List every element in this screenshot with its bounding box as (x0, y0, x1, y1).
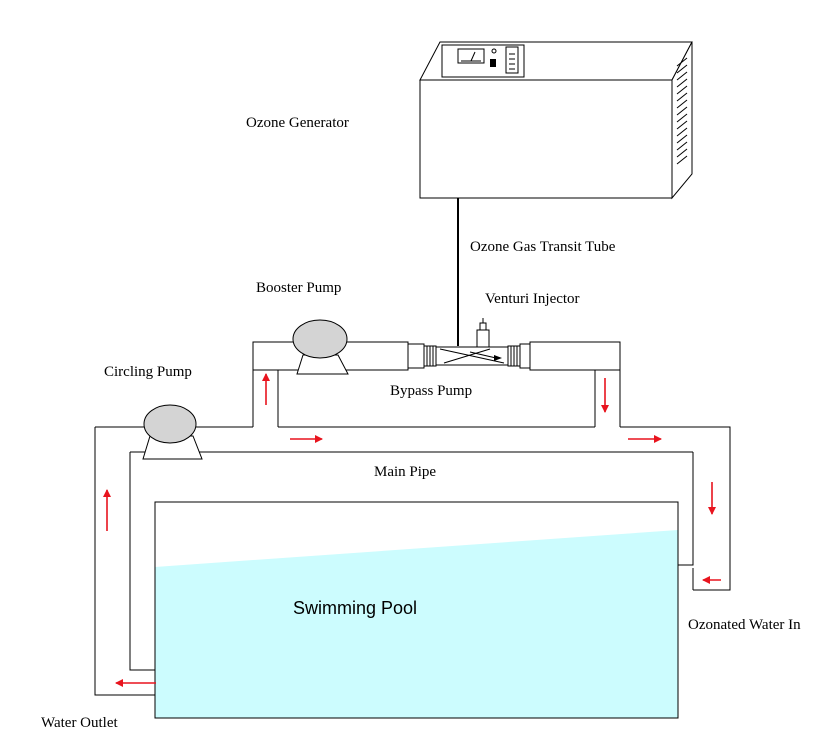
label-main-pipe: Main Pipe (374, 464, 436, 480)
label-ozone-generator: Ozone Generator (246, 115, 349, 131)
venturi-injector-icon (407, 318, 531, 369)
booster-pump-icon (292, 319, 349, 375)
ozone-generator-icon (419, 41, 693, 200)
pool-water (155, 530, 678, 718)
label-venturi-injector: Venturi Injector (485, 291, 580, 307)
label-swimming-pool: Swimming Pool (293, 598, 417, 618)
label-water-outlet: Water Outlet (41, 715, 119, 731)
label-booster-pump: Booster Pump (256, 280, 341, 296)
circling-pump-icon (142, 404, 203, 460)
pool-outline (154, 501, 679, 719)
swimming-pool (154, 501, 679, 719)
label-circling-pump: Circling Pump (104, 364, 192, 380)
label-ozone-gas-transit-tube: Ozone Gas Transit Tube (470, 239, 616, 255)
label-bypass-pump: Bypass Pump (390, 383, 472, 399)
ozone-generator-vents (676, 57, 688, 165)
main-pipe (94, 426, 731, 696)
label-ozonated-water-in: Ozonated Water In (688, 617, 801, 633)
flow-arrows (103, 373, 721, 687)
